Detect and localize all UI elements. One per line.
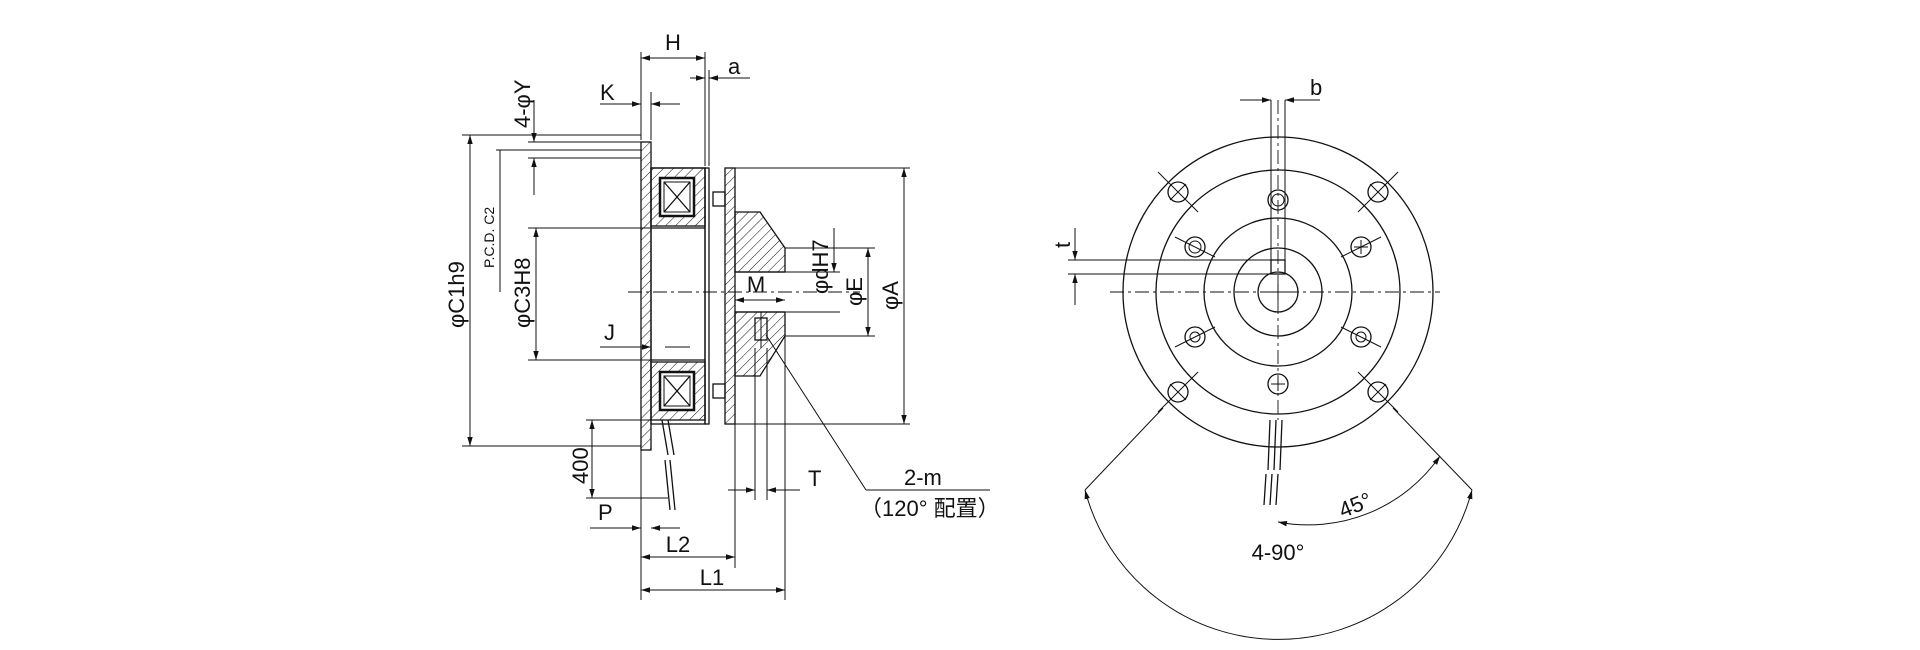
hub-lower [734, 311, 786, 377]
armature-screw-lower-left [1174, 326, 1216, 348]
armature-screw-lower-right [1340, 326, 1382, 348]
hub-outer-circle [1203, 217, 1353, 367]
flange-hole-bottom-left [1157, 371, 1199, 413]
dim-a: a [728, 54, 741, 79]
flange-hole-top-left [1157, 171, 1199, 213]
dim-e: φE [842, 277, 867, 306]
dim-c1: φC1h9 [444, 261, 469, 328]
angle-arc-45 [1277, 455, 1441, 527]
dim-angle-45: 45° [1335, 487, 1375, 523]
flange-hole-top-right [1357, 171, 1399, 213]
armature-disk [724, 167, 736, 425]
dim-p: P [598, 500, 613, 525]
angle-arc-90 [1084, 489, 1473, 640]
dim-angle-90: 4-90° [1252, 540, 1305, 565]
side-section-view: H a K 4-φY P.C.D. C2 φC1h9 φC3H8 [444, 30, 1000, 600]
dim-c3: φC3H8 [510, 257, 535, 328]
hub-upper [734, 211, 786, 273]
front-view: b t 4-90° 45° [1050, 75, 1473, 640]
air-gap [704, 167, 710, 425]
dim-j: J [604, 320, 615, 345]
dim-l2: L2 [666, 532, 690, 557]
dim-t: T [808, 466, 821, 491]
dim-tap-note: （120° 配置） [860, 496, 1000, 521]
dim-a-dia: φA [878, 281, 903, 310]
dim-pcd: P.C.D. C2 [481, 207, 497, 268]
armature-screw-upper-right [1340, 236, 1382, 258]
dim-m: M [747, 272, 765, 297]
flange-hole-bottom-right [1357, 371, 1399, 413]
dim-b: b [1310, 75, 1322, 100]
outer-flange-circle [1122, 136, 1434, 448]
dim-lead-length: 400 [568, 447, 593, 484]
hub-circle [1233, 247, 1323, 337]
armature-screw-bottom [1267, 373, 1289, 395]
dim-tap: 2-m [904, 465, 942, 490]
armature-screw-upper-left [1174, 236, 1216, 258]
armature-bolt-upper [712, 191, 726, 207]
dim-k: K [600, 80, 615, 105]
armature-bolt-lower [712, 383, 726, 399]
armature-screw-top [1267, 189, 1289, 211]
mounting-flange [640, 141, 652, 451]
dim-t-key: t [1050, 242, 1075, 248]
dim-l1: L1 [700, 565, 724, 590]
dim-y: 4-φY [510, 79, 535, 128]
bore-circle [1257, 271, 1299, 313]
armature-circle [1155, 169, 1401, 415]
dim-h: H [665, 30, 681, 55]
